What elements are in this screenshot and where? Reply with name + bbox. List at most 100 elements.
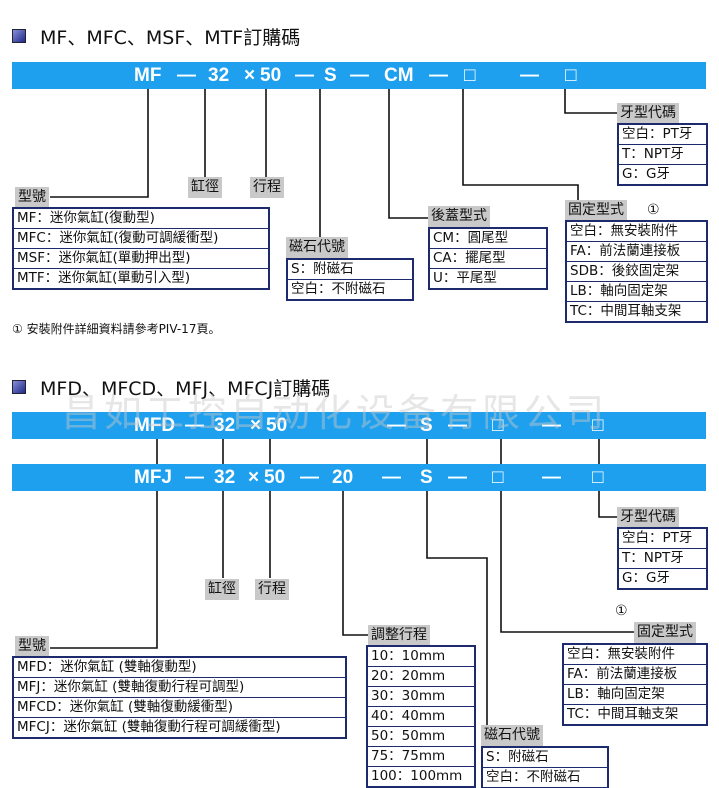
code-segment: × [248,467,260,488]
code-segment: □ [464,65,476,86]
code-segment: × [244,65,256,86]
section2-title: MFD、MFCD、MFJ、MFCJ訂購碼 [40,378,331,400]
cover-label: 後蓋型式 [428,206,490,227]
list-row: LB：軸向固定架 [567,282,706,302]
code-segment: □ [492,467,504,488]
code-segment: S [420,415,433,436]
line2-mount [500,491,634,633]
code-segment: 50 [264,467,286,488]
model-label: 型號 [15,187,49,208]
list-row: MFD：迷你氣缸 (雙軸復動型) [14,658,345,678]
list-row: CM：圓尾型 [430,229,546,249]
code-segment: S [324,65,337,86]
list-row: 75：75mm [368,747,474,767]
list-row: T：NPT牙 [619,145,706,165]
list-row: 空白：無安裝附件 [567,222,706,242]
code-bar-2: MFD — 32 ×50 — S — □ — □ [12,412,706,439]
list-row: TC：中間耳軸支架 [570,303,682,319]
code-segment: — [295,65,314,86]
code-segment: S [420,467,433,488]
code-segment: 32 [214,415,236,436]
code-segment: CM [384,65,414,86]
bullet-icon [12,380,26,394]
code-segment: 32 [214,467,236,488]
code-segment: 32 [208,65,230,86]
magnet-list: S：附磁石空白：不附磁石 [481,746,609,788]
line-cover [388,88,428,219]
list-row: SDB：後鉸固定架 [567,262,706,282]
mount-footnote-mark: ① [647,202,660,218]
list-row: 空白：PT牙 [619,529,706,549]
code-segment: 20 [332,467,354,488]
line-thread [564,88,617,114]
code-segment: — [185,415,204,436]
code-segment: — [300,467,319,488]
code-segment: 50 [266,415,288,436]
code-segment: □ [592,415,604,436]
code-segment: □ [592,467,604,488]
code-bar-3: MFJ—32×50—20—S—□—□ [12,464,706,491]
model-label: 型號 [15,636,49,657]
code-segment: — [429,65,448,86]
list-row: CA：擺尾型 [430,249,546,269]
code-segment: MF [134,65,162,86]
list-row: MFC：迷你氣缸(復動可調緩衝型) [14,229,268,249]
adjust-stroke-label: 調整行程 [368,625,430,646]
model-list: MFD：迷你氣缸 (雙軸復動型)MFJ：迷你氣缸 (雙軸復動行程可調型)MFCD… [12,656,347,739]
list-row: 100：100mm [371,768,463,784]
magnet-label: 磁石代號 [481,725,543,746]
code-segment: × [250,415,262,436]
mount-label: 固定型式 [565,200,627,221]
code-segment: — [387,415,406,436]
list-row: G：G牙 [622,166,670,182]
list-row: 30：30mm [368,687,474,707]
line2-magnet [426,491,488,726]
list-row: 40：40mm [368,707,474,727]
list-row: MFJ：迷你氣缸 (雙軸復動行程可調型) [14,678,345,698]
bore-label: 缸徑 [188,177,222,198]
list-row: S：附磁石 [483,748,607,768]
code-segment: — [350,65,369,86]
stroke-label: 行程 [255,579,289,600]
line-model [50,88,149,198]
mount-label: 固定型式 [634,622,696,643]
list-row: 空白：不附磁石 [291,281,386,297]
code-segment: □ [492,415,504,436]
code-segment: — [542,467,561,488]
code-segment: — [520,65,539,86]
code-segment: MFJ [134,467,172,488]
code-segment: — [448,415,467,436]
code-segment: MFD [134,415,176,436]
list-row: MF：迷你氣缸(復動型) [14,209,268,229]
line-mount [462,88,579,200]
list-row: MTF：迷你氣缸(單動引入型) [17,270,191,286]
bullet-icon [12,29,26,43]
list-row: 空白：不附磁石 [486,769,581,785]
list-row: S：附磁石 [288,260,412,280]
code-segment: — [185,467,204,488]
mount-footnote-mark: ① [615,603,628,619]
list-row: U：平尾型 [433,270,497,286]
code-segment: — [542,415,561,436]
line2-model [50,491,158,649]
line2-adjust [342,491,368,636]
code-segment: □ [565,65,577,86]
magnet-list: S：附磁石空白：不附磁石 [286,258,414,301]
model-list: MF：迷你氣缸(復動型)MFC：迷你氣缸(復動可調緩衝型)MSF：迷你氣缸(單動… [12,207,270,290]
section1-title: MF、MFC、MSF、MTF訂購碼 [40,27,301,49]
list-row: G：G牙 [622,570,670,586]
list-row: MFCD：迷你氣缸 (雙軸復動緩衝型) [14,698,345,718]
magnet-label: 磁石代號 [286,237,348,258]
list-row: 空白：PT牙 [619,125,706,145]
footnote: ① 安裝附件詳細資料請參考PIV-17頁。 [12,322,221,336]
list-row: MSF：迷你氣缸(單動押出型) [14,249,268,269]
code-segment: — [382,467,401,488]
stroke-label: 行程 [250,177,284,198]
